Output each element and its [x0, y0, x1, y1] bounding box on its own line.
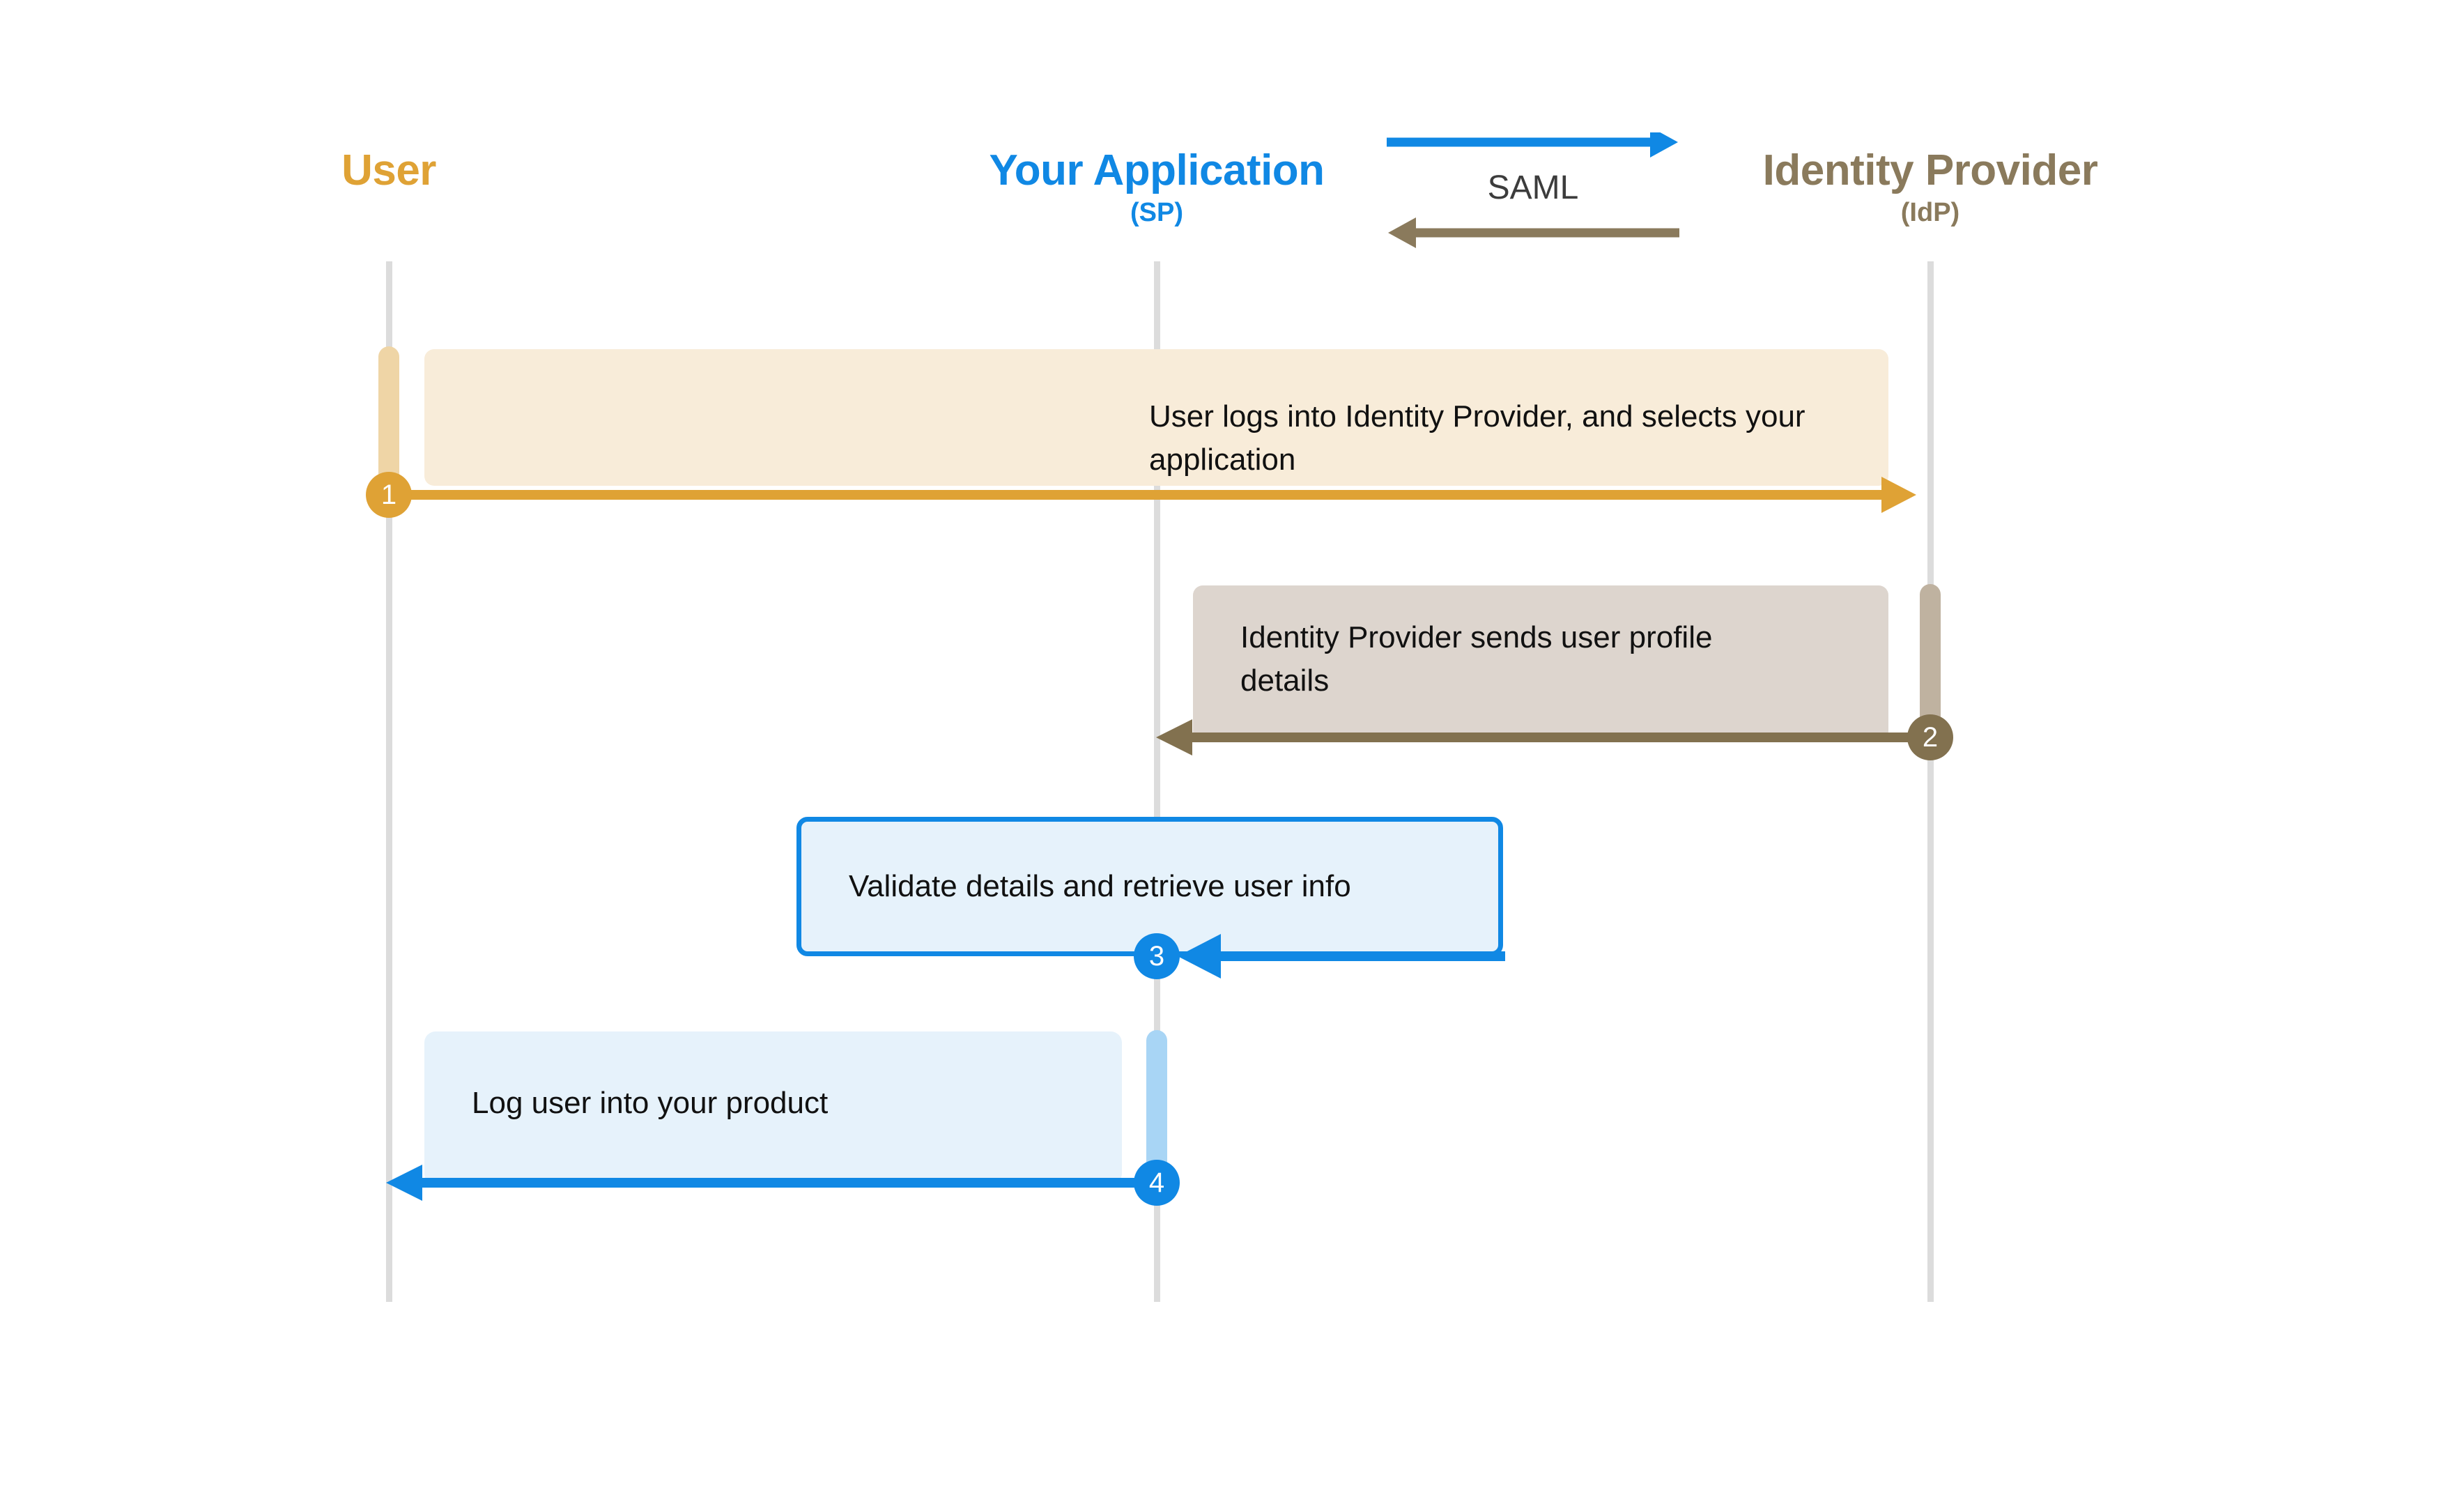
message-label-step-4: Log user into your product [472, 1086, 829, 1120]
actor-header-identity-provider: Identity Provider (IdP) [1763, 148, 2098, 229]
activation-bar-identity-provider [1920, 584, 1941, 737]
activation-bar-your-application [1146, 1030, 1167, 1183]
message-label-step-3: Validate details and retrieve user info [849, 869, 1351, 903]
message-label-step-1: User logs into Identity Provider, and se… [1149, 399, 1805, 477]
message-arrow-step-3 [1178, 934, 1505, 979]
actor-subtitle-idp: (IdP) [1900, 198, 1960, 228]
step-number-3[interactable]: 3 [1134, 933, 1180, 979]
lifeline-user [386, 261, 392, 1302]
message-label-step-2: Identity Provider sends user profile det… [1240, 620, 1713, 698]
actor-title-identity-provider: Identity Provider [1762, 146, 2098, 194]
message-arrow-step-4 [386, 1165, 1164, 1201]
lifeline-your-application [1154, 261, 1160, 1302]
actor-header-user: User [341, 148, 436, 197]
message-arrow-step-2 [1156, 719, 1937, 756]
activation-bar-user [378, 346, 399, 489]
saml-legend: SAML [1387, 132, 1679, 251]
lifeline-identity-provider [1927, 261, 1934, 1302]
message-band-step-2: Identity Provider sends user profile det… [1193, 585, 1888, 741]
saml-legend-label: SAML [1487, 169, 1579, 206]
step-number-1[interactable]: 1 [366, 472, 412, 518]
step-number-2[interactable]: 2 [1907, 714, 1953, 760]
step-number-4[interactable]: 4 [1134, 1160, 1180, 1206]
actor-subtitle-sp: (SP) [1130, 198, 1183, 228]
actor-header-your-application: Your Application (SP) [989, 146, 1325, 229]
message-arrow-step-1 [389, 477, 1916, 513]
actor-title-user: User [341, 146, 436, 194]
message-band-step-1: User logs into Identity Provider, and se… [424, 349, 1888, 486]
message-band-step-4: Log user into your product [424, 1031, 1122, 1185]
saml-legend-arrows [1387, 132, 1679, 248]
actor-title-your-application: Your Application [989, 146, 1325, 194]
